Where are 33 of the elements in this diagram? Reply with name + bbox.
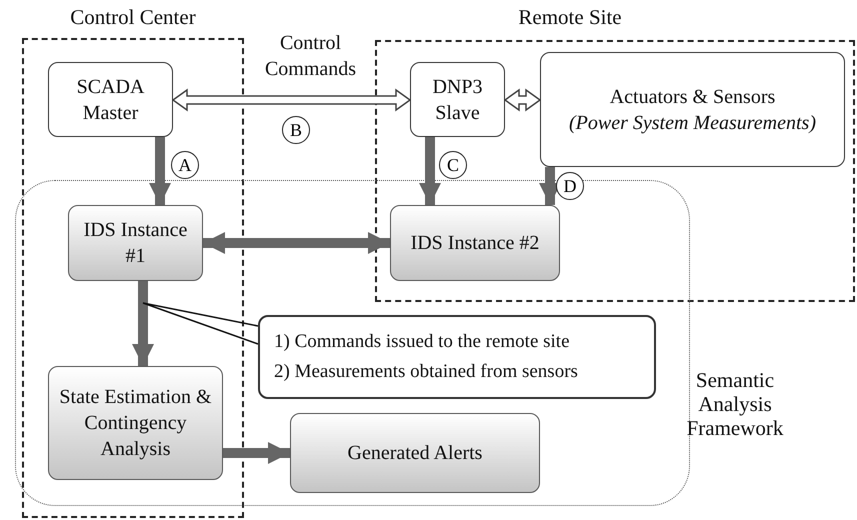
arrow [504,88,542,112]
process-box [68,205,203,281]
arrow [172,88,412,112]
arrow [132,281,154,366]
box-text: IDS Instance #1 [82,218,188,269]
arrow [149,137,171,205]
box-text: State Estimation & Contingency Analysis [58,385,213,462]
process-box [48,62,173,137]
edge-label: B [282,116,310,144]
process-box [48,366,223,480]
edge-label: C [439,151,467,179]
box-text: (Power System Measurements) [569,110,816,136]
process-box [410,62,505,137]
callout-box [258,315,656,399]
edge-label: A [171,151,199,179]
process-box [290,413,540,493]
box-text: Actuators & Sensors [610,84,776,110]
list-item: 2) Measurements obtained from sensors [274,360,578,384]
edge-label: D [556,172,584,200]
process-box [540,52,845,167]
annotation-text: Control Commands [264,31,358,82]
process-box [390,205,560,281]
box-text: DNP3 Slave [431,74,484,126]
list-item: 1) Commands issued to the remote site [274,330,570,354]
arrow [203,232,390,254]
region-title: Control Center [69,5,197,29]
region-title: Semantic Analysis Framework [686,368,784,440]
box-text: SCADA Master [76,74,146,126]
region-title: Remote Site [517,5,623,29]
box-text: Generated Alerts [348,441,482,466]
arrow [419,137,441,205]
arrow [223,442,290,464]
box-text: IDS Instance #2 [410,231,540,256]
